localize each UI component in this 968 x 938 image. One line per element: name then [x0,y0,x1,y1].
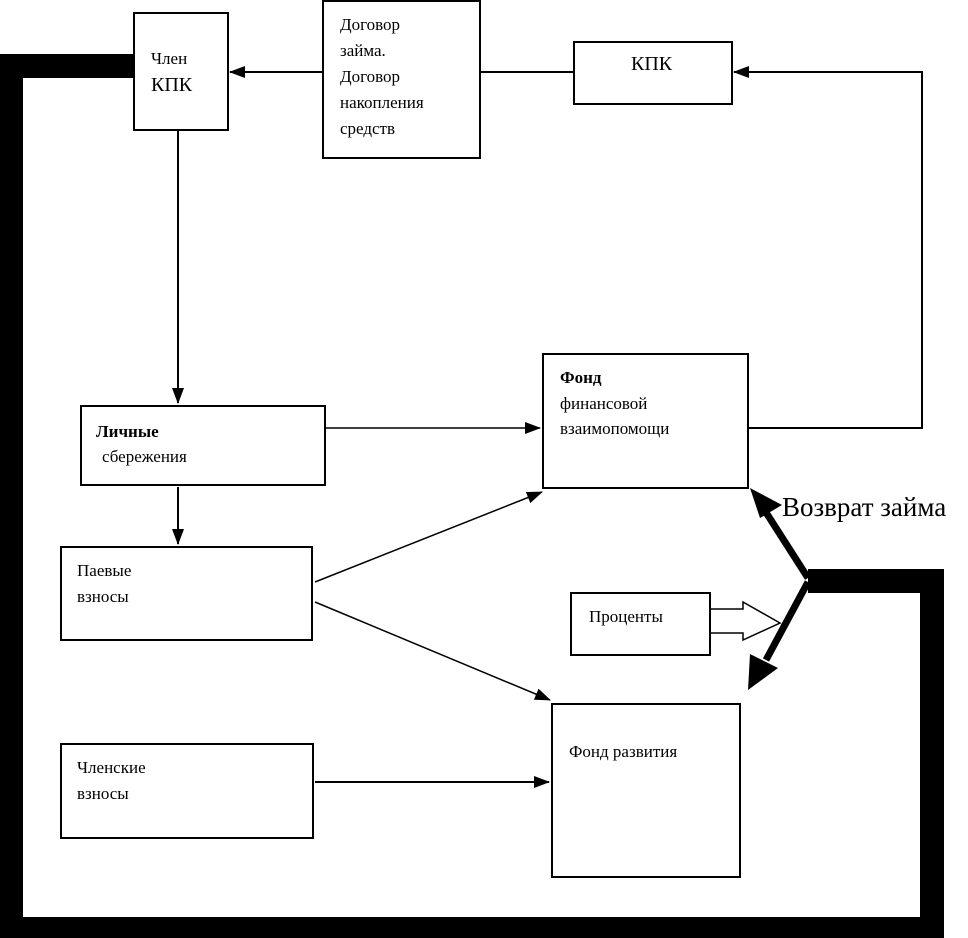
savings-title: Личные [96,422,159,441]
contract-line-1: Договор [340,15,401,34]
node-contract: Договор займа. Договор накопления средст… [322,0,481,159]
interest-label: Проценты [589,607,663,626]
loan-return-arrowhead [750,488,782,518]
contract-line-4: накопления [340,93,424,112]
node-mutual-aid-fund: Фонд финансовой взаимопомощи [542,353,749,489]
membership-fees-line-2: взносы [77,784,129,803]
node-member-kpk: Член КПК [133,12,229,131]
node-membership-fees: Членские взносы [60,743,314,839]
mutual-fund-line-2: взаимопомощи [560,419,670,438]
contract-line-3: Договор [340,67,401,86]
kpk-label: КПК [631,53,673,75]
share-fees-line-2: взносы [77,587,129,606]
share-fees-line-1: Паевые [77,561,132,580]
member-line-2: КПК [151,74,193,96]
loan-return-arrow [757,501,811,580]
node-personal-savings: Личные сбережения [80,405,326,486]
membership-fees-line-1: Членские [77,758,146,777]
contract-line-2: займа. [340,41,386,60]
savings-subtitle: сбережения [102,447,187,466]
interest-block-arrow [710,600,782,642]
mutual-fund-line-1: финансовой [560,394,648,413]
node-share-fees: Паевые взносы [60,546,313,641]
contract-line-5: средств [340,119,396,138]
arrow-share-fees-to-dev-fund [314,601,551,701]
node-development-fund: Фонд развития [551,703,741,878]
dev-fund-label: Фонд развития [569,742,678,761]
member-line-1: Член [151,49,188,68]
mutual-fund-title: Фонд [560,368,602,387]
node-interest: Проценты [570,592,711,656]
loan-return-label: Возврат займа [782,492,947,522]
arrow-fund-to-kpk [733,66,923,429]
thick-frame-left [0,54,944,938]
dev-fund-thick-arrow [762,580,812,662]
node-kpk: КПК [573,41,733,105]
dev-fund-thick-arrowhead [748,654,778,690]
arrow-share-fees-to-fund [314,491,543,583]
